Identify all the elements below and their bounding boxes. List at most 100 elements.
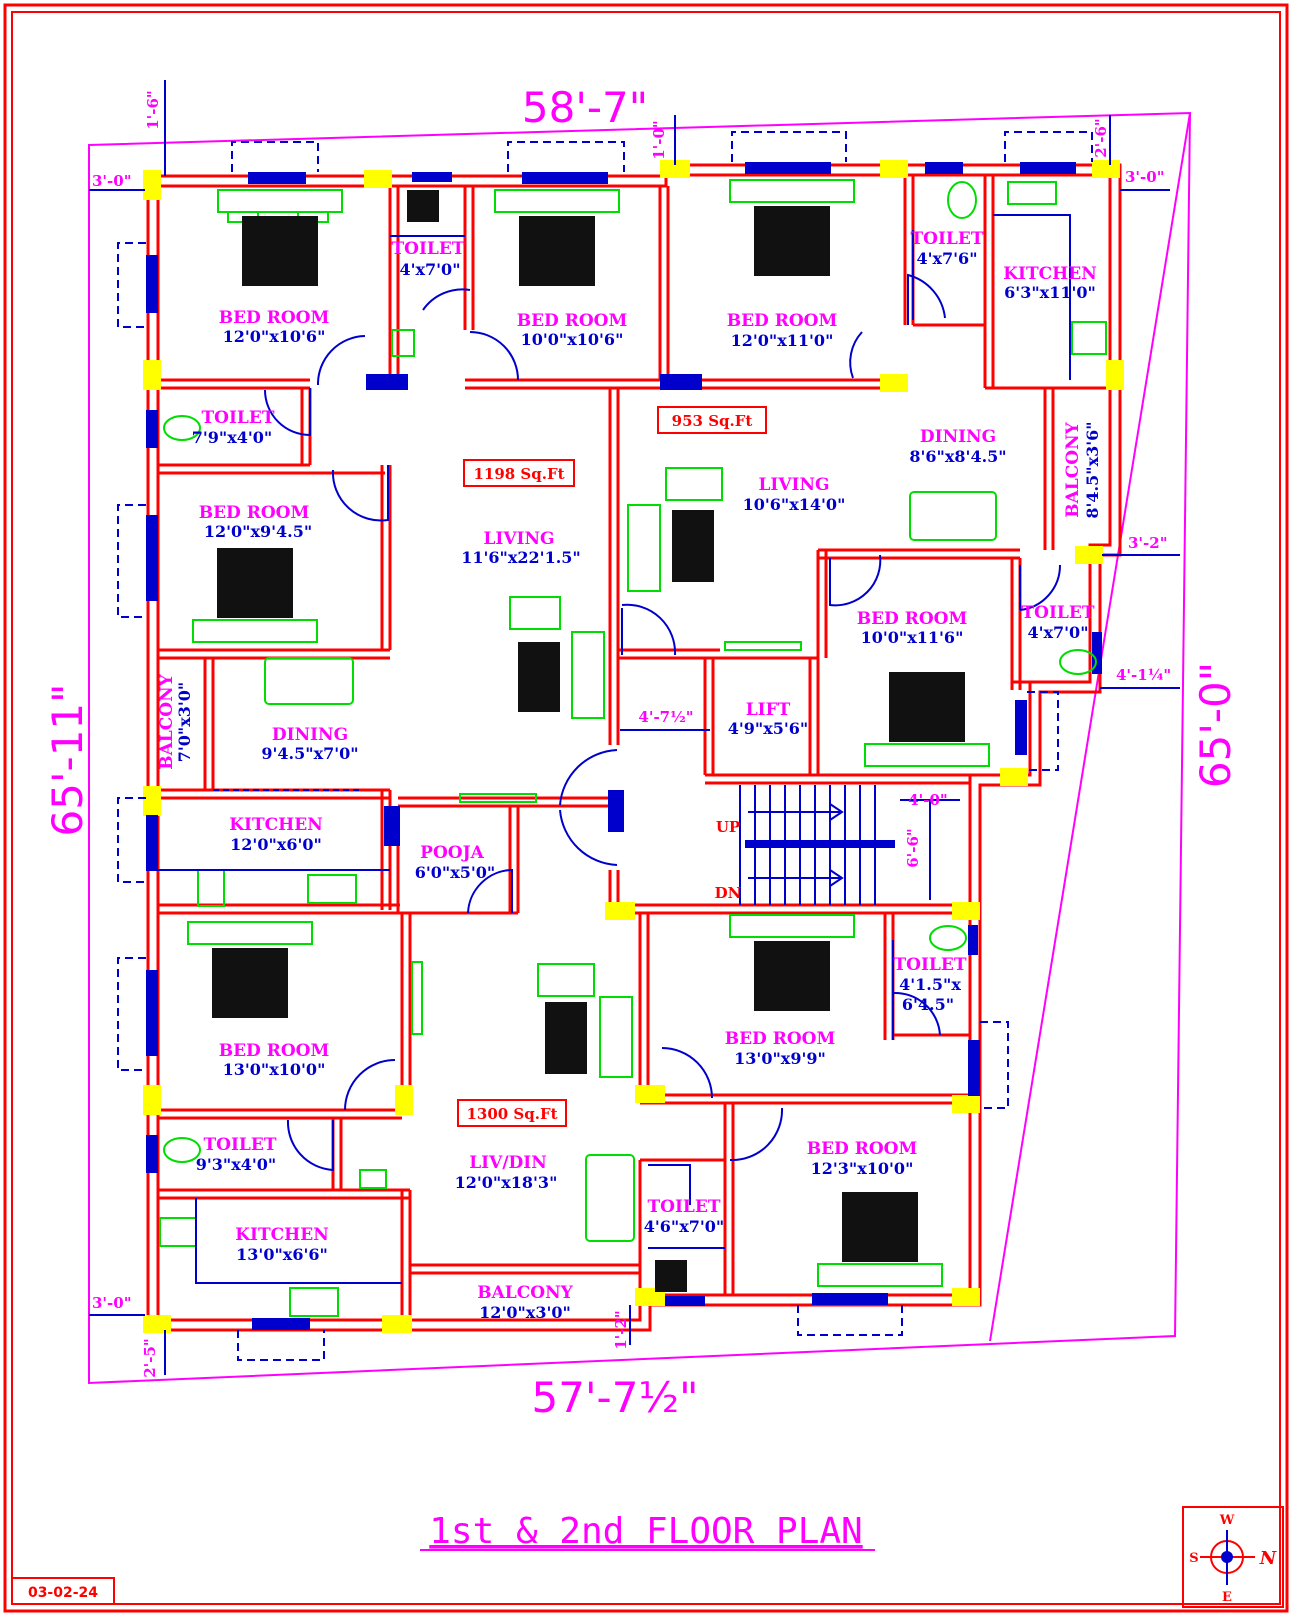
- room-r27-name: KITCHEN: [235, 1225, 328, 1245]
- room-r5-dim: 4'x7'6": [916, 249, 977, 268]
- area-unit-c: 1300 Sq.Ft: [466, 1105, 557, 1123]
- compass-rose: [1182, 1506, 1284, 1608]
- date-stamp: 03-02-24: [28, 1585, 98, 1601]
- room-r1-dim: 12'0"x10'6": [223, 327, 326, 346]
- room-r20-name: BED ROOM: [219, 1041, 330, 1061]
- compass-north: N: [1259, 1548, 1278, 1569]
- room-r28-name: BALCONY: [477, 1283, 573, 1303]
- room-r6-dim: 6'3"x11'0": [1004, 283, 1096, 302]
- room-r22-dim2: 6'4.5": [902, 995, 954, 1014]
- room-r4-dim: 12'0"x11'0": [731, 331, 834, 350]
- room-r21-name: BED ROOM: [725, 1029, 836, 1049]
- room-r16-dim: 4'x7'0": [1027, 623, 1088, 642]
- dim-bottom-left-vertical: 2'-5": [141, 1338, 159, 1378]
- area-unit-b: 953 Sq.Ft: [672, 412, 753, 430]
- room-r14-name: DINING: [272, 725, 348, 745]
- dimension-lines: [89, 80, 1180, 1375]
- room-r4-name: BED ROOM: [727, 311, 838, 331]
- sheet-inner-border: [11, 11, 1281, 1605]
- dim-stair-width: 4'-0": [908, 791, 948, 809]
- dim-bottom-left-offset: 3'-0": [92, 1294, 132, 1312]
- room-r3-dim: 10'0"x10'6": [521, 330, 624, 349]
- room-r12-dim: 8'4.5"x3'6": [1083, 421, 1102, 518]
- room-r28-dim: 12'0"x3'0": [479, 1303, 571, 1322]
- dim-stair-length: 6'-6": [904, 828, 922, 868]
- room-r15-dim: 10'0"x11'6": [861, 628, 964, 647]
- room-r7-name: TOILET: [202, 408, 275, 428]
- room-r25-dim: 12'3"x10'0": [811, 1159, 914, 1178]
- date-stamp-box: [11, 1577, 115, 1605]
- staircase: [739, 785, 895, 905]
- living-furniture: [264, 467, 997, 1242]
- room-r11-name: DINING: [920, 427, 996, 447]
- dim-top-left-vertical: 1'-6": [144, 90, 162, 130]
- room-r17-dim: 4'9"x5'6": [728, 719, 809, 738]
- room-r5-name: TOILET: [911, 229, 984, 249]
- sheet-border: [3, 3, 1289, 1613]
- room-r21-dim: 13'0"x9'9": [734, 1049, 826, 1068]
- room-r6-name: KITCHEN: [1003, 264, 1096, 284]
- room-r23-dim: 9'3"x4'0": [196, 1155, 277, 1174]
- room-r18-dim: 12'0"x6'0": [230, 835, 322, 854]
- room-r14-dim: 9'4.5"x7'0": [261, 744, 358, 763]
- room-r18-name: KITCHEN: [229, 815, 322, 835]
- room-r9-name: LIVING: [483, 529, 554, 549]
- dim-lift-passage: 4'-7½": [638, 708, 693, 726]
- dimension-bottom: 57'-7½": [532, 1373, 699, 1422]
- room-r22-dim: 4'1.5"x: [899, 975, 961, 994]
- counter-lines: [158, 214, 1071, 1284]
- room-r2-dim: 4'x7'0": [399, 260, 460, 279]
- structural-columns: [143, 160, 1124, 1333]
- room-r22-name: TOILET: [894, 955, 967, 975]
- dim-top-right-offset: 3'-0": [1125, 168, 1165, 186]
- room-r10-dim: 10'6"x14'0": [743, 495, 846, 514]
- room-r15-name: BED ROOM: [857, 609, 968, 629]
- room-r3-name: BED ROOM: [517, 311, 628, 331]
- room-r26-dim: 4'6"x7'0": [644, 1217, 725, 1236]
- compass-west: W: [1219, 1513, 1235, 1528]
- doors: [264, 273, 1062, 1205]
- dim-right-offset-2: 4'-1¼": [1116, 666, 1171, 684]
- room-r10-name: LIVING: [758, 475, 829, 495]
- stairs-up-label: UP: [716, 818, 740, 836]
- room-r13-name: BALCONY: [157, 673, 177, 769]
- dimension-top: 58'-7": [522, 83, 648, 132]
- room-r24-dim: 12'0"x18'3": [455, 1173, 558, 1192]
- plot-boundary: [88, 111, 1192, 1385]
- room-r7-dim: 7'9"x4'0": [192, 428, 273, 447]
- room-labels: BED ROOM 12'0"x10'6" TOILET 4'x7'0" BED …: [157, 229, 1102, 1322]
- room-r1-name: BED ROOM: [219, 308, 330, 328]
- drawing-title: 1st & 2nd FLOOR PLAN: [429, 1511, 862, 1552]
- dim-bottom-mid-vertical: 1'-2": [612, 1310, 630, 1350]
- dimension-left: 65'-11": [43, 684, 92, 837]
- area-unit-a: 1198 Sq.Ft: [473, 465, 564, 483]
- room-r23-name: TOILET: [204, 1135, 277, 1155]
- room-r12-name: BALCONY: [1063, 421, 1083, 517]
- dim-top-left-offset: 3'-0": [92, 172, 132, 190]
- room-r11-dim: 8'6"x8'4.5": [909, 447, 1006, 466]
- room-r20-dim: 13'0"x10'0": [223, 1060, 326, 1079]
- plot-diagonal: [989, 112, 1191, 1342]
- room-r9-dim: 11'6"x22'1.5": [461, 548, 581, 567]
- room-r8-dim: 12'0"x9'4.5": [204, 522, 312, 541]
- dim-right-offset-1: 3'-2": [1128, 534, 1168, 552]
- room-r25-name: BED ROOM: [807, 1139, 918, 1159]
- room-r19-name: POOJA: [420, 843, 484, 863]
- room-r27-dim: 13'0"x6'6": [236, 1245, 328, 1264]
- room-r8-name: BED ROOM: [199, 503, 310, 523]
- room-r19-dim: 6'0"x5'0": [415, 863, 496, 882]
- beds: [187, 179, 990, 1287]
- room-r16-name: TOILET: [1022, 603, 1095, 623]
- room-r24-name: LIV/DIN: [469, 1153, 547, 1173]
- dim-top-mid-vertical: 1'-0": [650, 120, 668, 160]
- room-r17-name: LIFT: [746, 700, 791, 720]
- room-r13-dim: 7'0"x3'0": [175, 682, 194, 763]
- dim-top-right-vertical: 2'-6": [1092, 118, 1110, 158]
- room-r26-name: TOILET: [648, 1197, 721, 1217]
- fixtures: [159, 181, 1107, 1317]
- stairs-down-label: DN: [715, 884, 742, 902]
- compass-east: E: [1222, 1590, 1232, 1605]
- windows: [117, 131, 1102, 1361]
- room-r2-name: TOILET: [392, 239, 465, 259]
